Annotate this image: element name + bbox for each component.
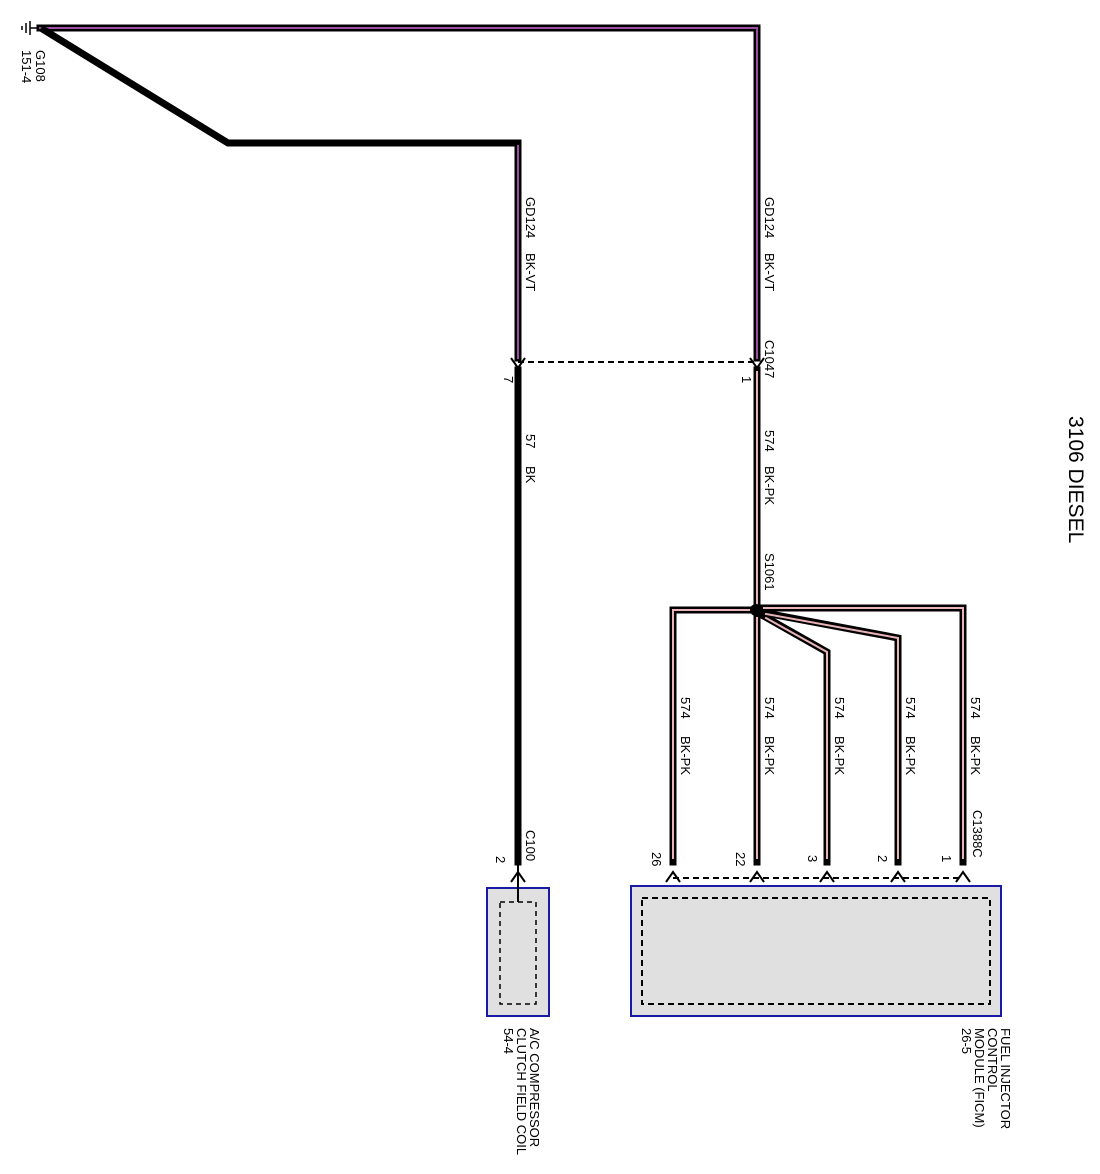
connector-c100 [510, 862, 526, 883]
ac-clutch-label: CLUTCH FIELD COIL [514, 1028, 529, 1155]
branch-label-color: BK-PK [762, 736, 777, 775]
wire-gd124-upper-left [39, 25, 522, 362]
connector-c1388c [665, 870, 971, 883]
wire-stripe [764, 612, 899, 859]
branch-label-circuit: 574 [832, 697, 847, 719]
connector-c1047-pin-right: 1 [739, 376, 754, 383]
ac-clutch-label: A/C COMPRESSOR [527, 1028, 542, 1147]
connector-c1047 [510, 357, 765, 370]
ficm-label: MODULE (FICM) [972, 1028, 987, 1128]
branch-label-color: BK-PK [968, 736, 983, 775]
wire-label-left-upper-circuit: GD124 [523, 197, 538, 238]
connector-c1388c-pin: 22 [733, 852, 748, 866]
connector-c1047-pin-left: 7 [501, 376, 516, 383]
connector-c100-pin: 2 [493, 856, 508, 863]
branch-label-color: BK-PK [678, 736, 693, 775]
branch-label-color: BK-PK [832, 736, 847, 775]
wire-stripe [763, 607, 964, 859]
connector-c100-id: C100 [523, 830, 538, 861]
connector-c1388c-pin: 3 [805, 855, 820, 862]
wire-gd124-upper-right [36, 24, 761, 362]
ficm-label: CONTROL [985, 1028, 1000, 1092]
ground-ref: 151-4 [19, 50, 34, 83]
branch-label-color: BK-PK [903, 736, 918, 775]
splice-s1061-id: S1061 [762, 553, 777, 591]
wire-branch-1 [753, 604, 967, 866]
connector-c1388c-pin: 1 [939, 855, 954, 862]
wire-label-left-lower-circuit: 57 [523, 434, 538, 448]
wire-branch-3 [755, 609, 831, 866]
connector-c1388c-pin: 26 [649, 852, 664, 866]
wire-stripe [764, 616, 828, 859]
ficm-label: 26-5 [959, 1028, 974, 1054]
wire-label-left-lower-color: BK [523, 466, 538, 484]
connector-c1388c-id: C1388C [970, 810, 985, 858]
wire-branch-2 [755, 607, 902, 866]
branch-label-circuit: 574 [968, 697, 983, 719]
wire-label-right-lower-color: BK-PK [762, 466, 777, 505]
component-ficm [630, 885, 1002, 1017]
splice-s1061-dot [750, 604, 762, 616]
ficm-label: FUEL INJECTOR [998, 1028, 1013, 1129]
ground-id: G108 [33, 50, 48, 82]
ac-clutch-label: 54-4 [501, 1028, 516, 1054]
component-ac-compressor-clutch [486, 882, 550, 1017]
wire-label-right-upper-circuit: GD124 [762, 197, 777, 238]
wire-label-left-upper-color: BK-VT [523, 253, 538, 291]
branch-label-circuit: 574 [678, 697, 693, 719]
wire-branch-26 [669, 606, 761, 866]
branch-label-circuit: 574 [762, 697, 777, 719]
connector-c1047-id: C1047 [762, 340, 777, 378]
diagram-title: 3106 DIESEL [1064, 416, 1087, 543]
wire-label-right-upper-color: BK-VT [762, 253, 777, 291]
wire-label-right-lower-circuit: 574 [762, 430, 777, 452]
branch-label-circuit: 574 [903, 697, 918, 719]
connector-c1388c-pin: 2 [875, 855, 890, 862]
wire-stripe [39, 27, 758, 359]
wire-stripe [672, 609, 751, 859]
